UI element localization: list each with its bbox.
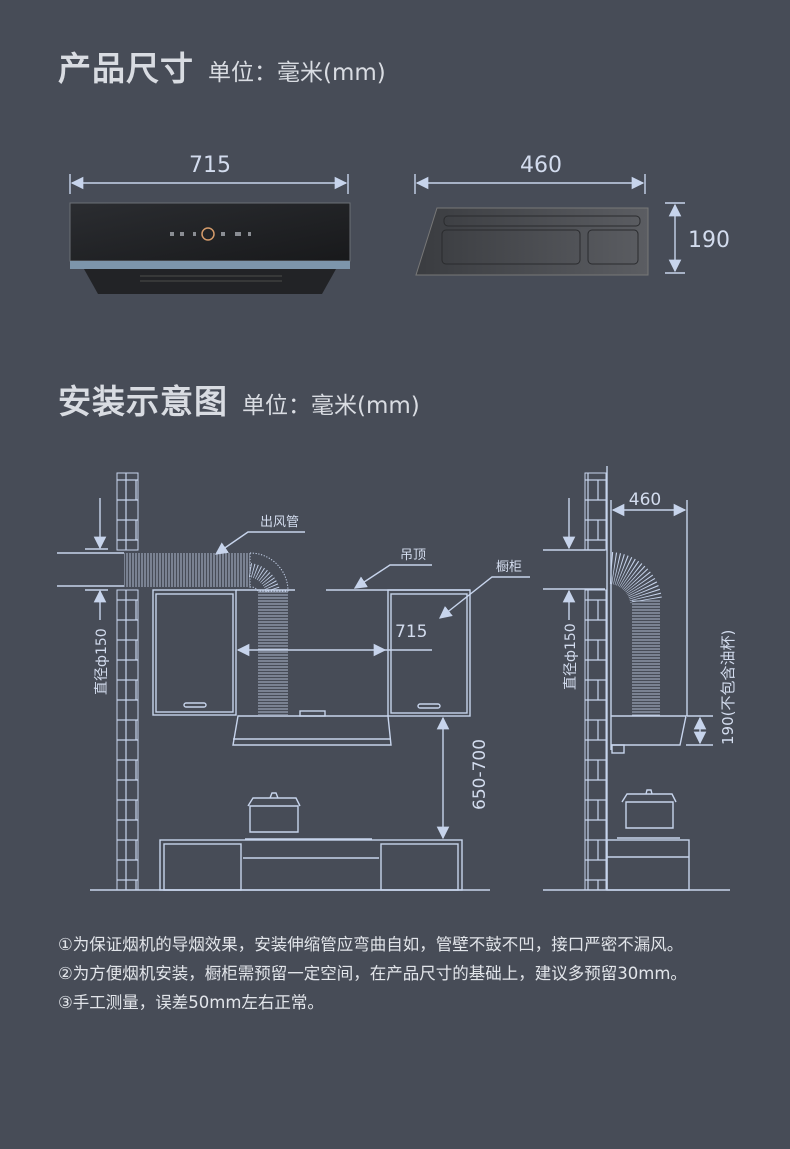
width-value: 715 bbox=[189, 153, 231, 178]
exhaust-duct bbox=[124, 553, 250, 587]
section-title: 安装示意图 bbox=[58, 382, 228, 421]
install-height-value: 650-700 bbox=[470, 739, 490, 810]
height-value: 190 bbox=[688, 228, 730, 253]
depth-dimension: 460 bbox=[414, 153, 646, 194]
side-depth-value: 460 bbox=[629, 490, 661, 510]
duct-label: 出风管 bbox=[260, 515, 299, 530]
note-item: ②为方便烟机安装，橱柜需预留一定空间，在产品尺寸的基础上，建议多预留30mm。 bbox=[58, 964, 687, 983]
side-install-diagram: 直径ф150 460 190(不包含油杯) bbox=[543, 466, 737, 891]
cabinet-gap-value: 715 bbox=[395, 622, 427, 642]
note-item: ③手工测量，误差50mm左右正常。 bbox=[58, 993, 324, 1012]
front-install-diagram: 直径ф150 715 出风管 吊顶 橱柜 650-700 bbox=[57, 472, 530, 891]
install-notes: ①为保证烟机的导烟效果，安装伸缩管应弯曲自如，管壁不鼓不凹，接口严密不漏风。 ②… bbox=[58, 930, 687, 1017]
height-dimension: 190 bbox=[665, 202, 730, 274]
range-hood-front-image bbox=[69, 202, 351, 294]
wall-upper bbox=[116, 472, 139, 551]
diameter-label: 直径ф150 bbox=[562, 623, 579, 690]
unit-label: 单位：毫米(mm) bbox=[242, 393, 420, 419]
install-diagram-heading: 安装示意图 单位：毫米(mm) bbox=[58, 375, 420, 423]
wall-lower bbox=[116, 589, 139, 891]
depth-value: 460 bbox=[520, 153, 562, 178]
ceiling-label: 吊顶 bbox=[400, 548, 426, 563]
width-dimension: 715 bbox=[69, 153, 349, 194]
oil-pan-side-image bbox=[415, 207, 649, 276]
cabinet-label: 橱柜 bbox=[496, 560, 522, 575]
note-item: ①为保证烟机的导烟效果，安装伸缩管应弯曲自如，管壁不鼓不凹，接口严密不漏风。 bbox=[58, 935, 684, 954]
product-dimensions-heading: 产品尺寸 单位：毫米(mm) bbox=[58, 42, 386, 90]
side-height-label: 190(不包含油杯) bbox=[719, 630, 737, 745]
power-knob-icon bbox=[201, 227, 215, 241]
unit-label: 单位：毫米(mm) bbox=[208, 60, 386, 86]
section-title: 产品尺寸 bbox=[58, 49, 194, 88]
diameter-label: 直径ф150 bbox=[93, 628, 110, 695]
